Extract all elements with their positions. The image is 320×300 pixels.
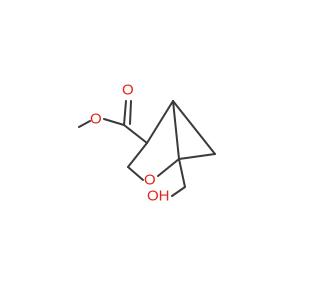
carbonyl-oxygen-label: O (122, 82, 134, 99)
structure-drawing: O O O OH (78, 82, 216, 205)
bond-c3-ring-oxygen (127, 166, 144, 181)
molecule-canvas: O O O OH (78, 82, 216, 205)
bond-c1-ch2 (178, 158, 186, 188)
bond-ring-c4-c5 (146, 100, 174, 144)
ester-oxygen-label: O (90, 111, 102, 128)
bond-ring-oxygen-c1 (157, 158, 180, 177)
bond-carbonyl-double-2 (129, 100, 132, 125)
ring-oxygen-label: O (144, 172, 156, 189)
bond-c4-c3 (127, 142, 148, 168)
hydroxyl-label: OH (147, 188, 170, 205)
bond-methyl-oxygen (78, 120, 91, 128)
bond-carbonyl-double-1 (123, 100, 127, 126)
bond-c5-c6 (172, 100, 216, 155)
bond-c5-c1 (172, 100, 180, 160)
bond-c6-c1 (178, 153, 216, 160)
bond-carbonyl-ring (123, 124, 148, 144)
bonds (78, 100, 216, 197)
atom-labels: O O O OH (90, 82, 170, 205)
bond-oxygen-carbonyl (103, 118, 125, 126)
bond-ch2-hydroxyl (171, 186, 186, 197)
